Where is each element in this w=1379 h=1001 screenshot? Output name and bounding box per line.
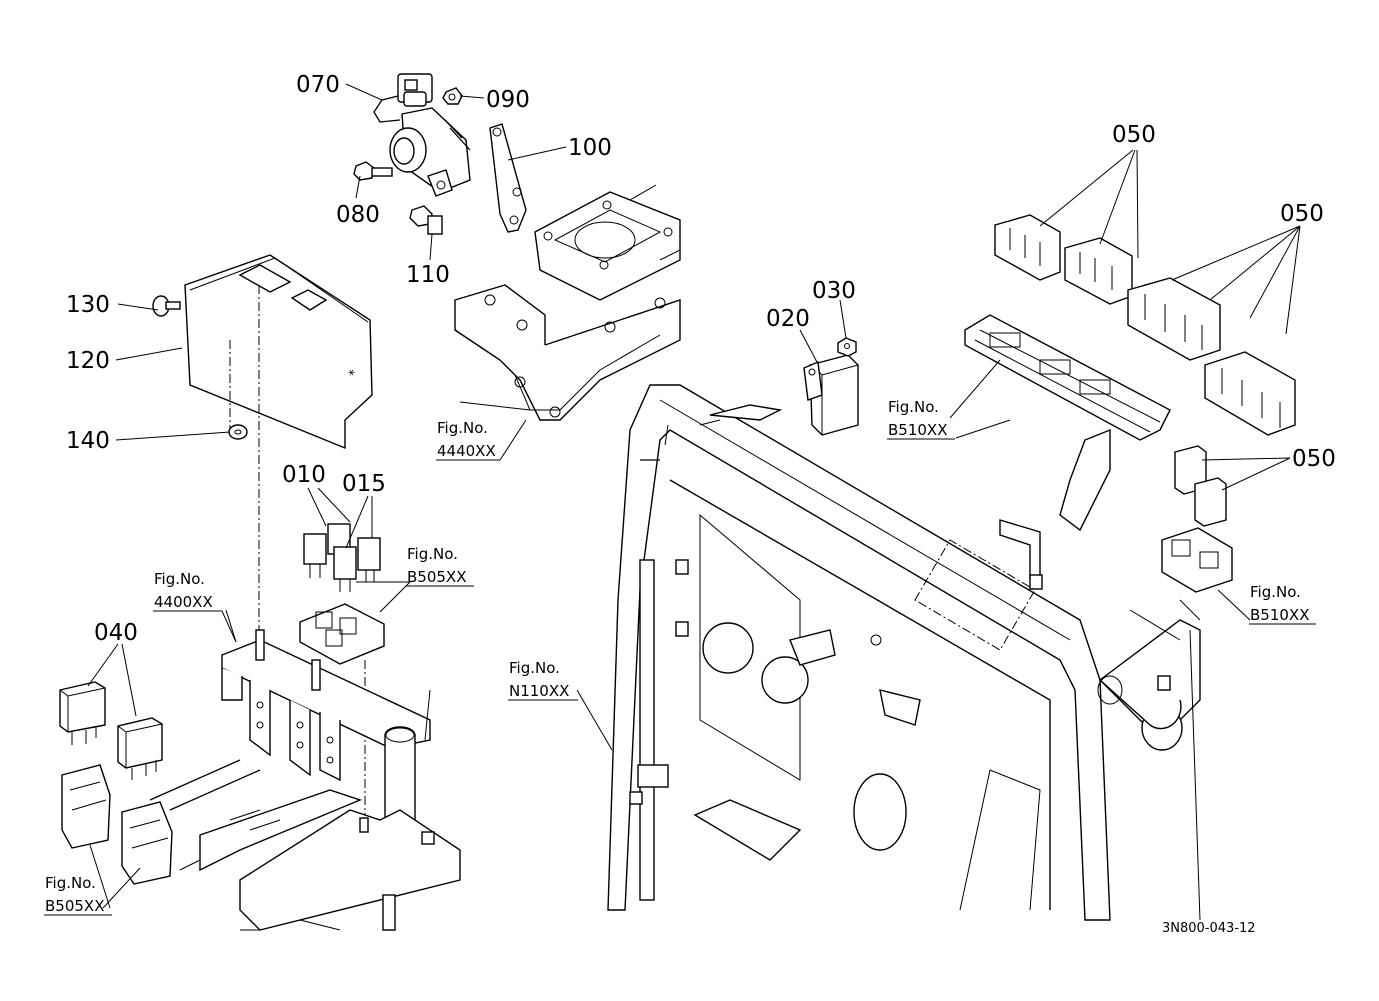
fig-ref-4440: Fig.No. 4440XX (436, 419, 527, 461)
callout-050-right: 050 (1280, 201, 1324, 227)
svg-text:B505XX: B505XX (45, 897, 104, 915)
svg-text:4400XX: 4400XX (154, 593, 213, 611)
callout-120: 120 (66, 348, 110, 374)
callout-110: 110 (406, 262, 450, 288)
svg-text:Fig.No.: Fig.No. (888, 398, 939, 416)
callout-090: 090 (486, 87, 530, 113)
solenoid-assembly (353, 73, 527, 235)
svg-text:N110XX: N110XX (509, 682, 569, 700)
fig-ref-b505-upper: Fig.No. B505XX (406, 545, 474, 587)
callout-140: 140 (66, 428, 110, 454)
callout-070: 070 (296, 72, 340, 98)
fig-ref-b510-upper: Fig.No. B510XX (887, 398, 955, 440)
svg-text:B505XX: B505XX (407, 568, 466, 586)
drawing-code: 3N800-043-12 (1162, 921, 1256, 936)
svg-text:B510XX: B510XX (1250, 606, 1309, 624)
callout-080: 080 (336, 202, 380, 228)
svg-text:B510XX: B510XX (888, 421, 947, 439)
callout-015: 015 (342, 471, 386, 497)
callout-050-lower: 050 (1292, 446, 1336, 472)
relay-block-010-015 (299, 523, 385, 820)
svg-text:Fig.No.: Fig.No. (45, 874, 96, 892)
svg-text:Fig.No.: Fig.No. (509, 659, 560, 677)
relay-cover: * (152, 254, 373, 632)
fig-ref-4400: Fig.No. 4400XX (153, 570, 237, 643)
svg-text:Fig.No.: Fig.No. (407, 545, 458, 563)
fig-ref-b505-lower: Fig.No. B505XX (44, 874, 112, 916)
svg-text:4440XX: 4440XX (437, 442, 496, 460)
callout-010: 010 (282, 462, 326, 488)
callout-030: 030 (812, 278, 856, 304)
transmission-housing (454, 184, 681, 421)
svg-text:Fig.No.: Fig.No. (1250, 583, 1301, 601)
svg-text:Fig.No.: Fig.No. (437, 419, 488, 437)
relay-020 (803, 337, 859, 436)
leader-lines (87, 83, 1301, 909)
relays-040 (59, 681, 173, 885)
callout-050-top: 050 (1112, 122, 1156, 148)
callout-040: 040 (94, 620, 138, 646)
svg-text:Fig.No.: Fig.No. (154, 570, 205, 588)
fig-ref-b510-lower: Fig.No. B510XX (1249, 583, 1316, 625)
fuse-connectors-050 (994, 214, 1296, 593)
figure-references: Fig.No. 4440XX Fig.No. 4400XX Fig.No. B5… (44, 398, 1316, 916)
cab-frame (607, 384, 1201, 921)
callout-130: 130 (66, 292, 110, 318)
fig-ref-n110: Fig.No. N110XX (508, 659, 578, 701)
bracket-4400 (221, 629, 431, 782)
callout-labels: 070 090 100 080 110 130 120 140 010 015 … (66, 72, 1336, 646)
relay-panel-b510 (914, 314, 1171, 651)
lower-frame-left (149, 689, 461, 931)
callout-100: 100 (568, 135, 612, 161)
callout-020: 020 (766, 306, 810, 332)
